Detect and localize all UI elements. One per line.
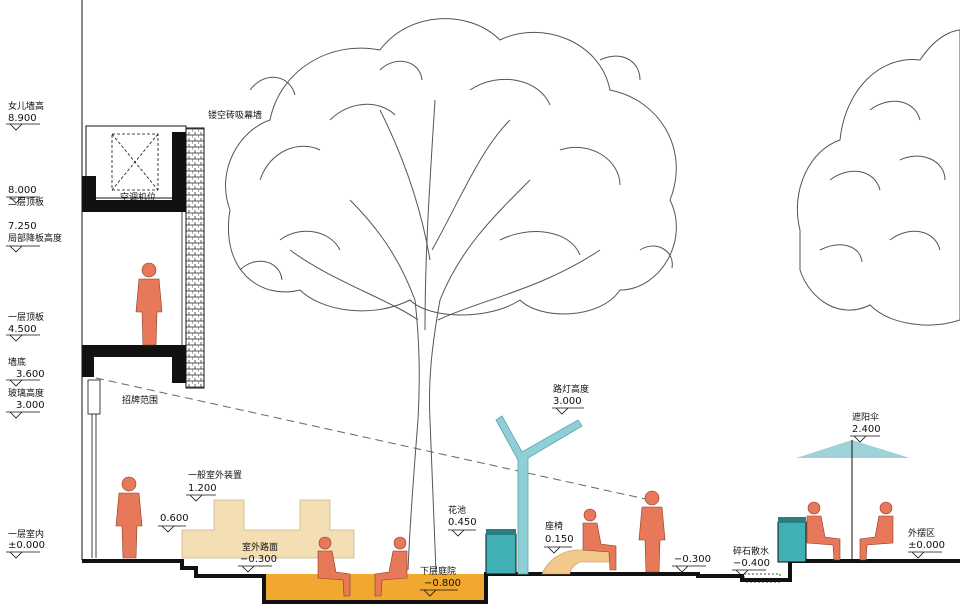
person-standing-center	[638, 490, 666, 573]
planter-label: 花池	[448, 506, 467, 516]
gravel-value: −0.400	[733, 558, 771, 569]
floor1-slab-label: 一层顶板	[8, 313, 45, 323]
sign-range-line	[95, 377, 651, 501]
person-seated-bench	[582, 508, 617, 571]
bench-value: 0.150	[545, 534, 574, 545]
wall-base-label: 墙底	[8, 358, 27, 368]
tree-right	[796, 29, 960, 326]
outdoor-road-label: 室外路面	[242, 543, 279, 553]
person-seated-right-2	[859, 501, 894, 561]
level-markers	[6, 123, 942, 597]
road-level-value: −0.300	[674, 554, 712, 565]
bench-label: 座椅	[545, 522, 564, 532]
umbrella-label: 遮阳伞	[852, 413, 880, 423]
tree-center	[225, 18, 677, 573]
ground	[82, 415, 960, 604]
sunken-court-label: 下层庭院	[420, 567, 457, 577]
screen-wall-label: 镂空砖吸幕墙	[208, 111, 263, 121]
street-lamp-label: 路灯高度	[553, 385, 590, 395]
umbrella-value: 2.400	[852, 424, 881, 435]
parapet-label: 女儿墙高	[8, 102, 45, 112]
outdoor-zone-label: 外摆区	[908, 529, 936, 539]
floor2-slab-value: 8.000	[8, 185, 37, 196]
street-lamp-value: 3.000	[553, 396, 582, 407]
person-seated-1	[317, 536, 351, 597]
building-section	[81, 0, 205, 560]
ac-unit-label: 空调机位	[120, 193, 157, 203]
outdoor-zone-value: ±0.000	[908, 540, 946, 551]
indoor-value: ±0.000	[8, 540, 46, 551]
outdoor-seating-label: 一般室外装置	[188, 471, 243, 481]
parapet-value: 8.900	[8, 113, 37, 124]
floor2-slab-label: 二层顶板	[8, 198, 45, 208]
outdoor-road-value: −0.300	[240, 554, 278, 565]
wall-base-value: 3.600	[16, 369, 45, 380]
indoor-label: 一层室内	[8, 530, 45, 540]
person-standing-upper	[135, 262, 163, 346]
planter-value: 0.450	[448, 517, 477, 528]
sign-range-label: 招牌范围	[122, 396, 159, 406]
partial-slab-value: 7.250	[8, 221, 37, 232]
glass-value: 3.000	[16, 400, 45, 411]
floor1-slab-value: 4.500	[8, 324, 37, 335]
person-seated-2	[374, 536, 408, 597]
people	[115, 262, 894, 597]
sunken-court-value: −0.800	[424, 578, 462, 589]
outdoor-seating-value: 1.200	[188, 483, 217, 494]
glass-label: 玻璃高度	[8, 389, 45, 399]
person-seated-right-1	[806, 501, 841, 561]
person-standing-left	[115, 476, 143, 559]
gravel-label: 碎石散水	[733, 547, 770, 557]
step-600-value: 0.600	[160, 513, 189, 524]
partial-slab-label: 局部降板高度	[8, 234, 63, 244]
